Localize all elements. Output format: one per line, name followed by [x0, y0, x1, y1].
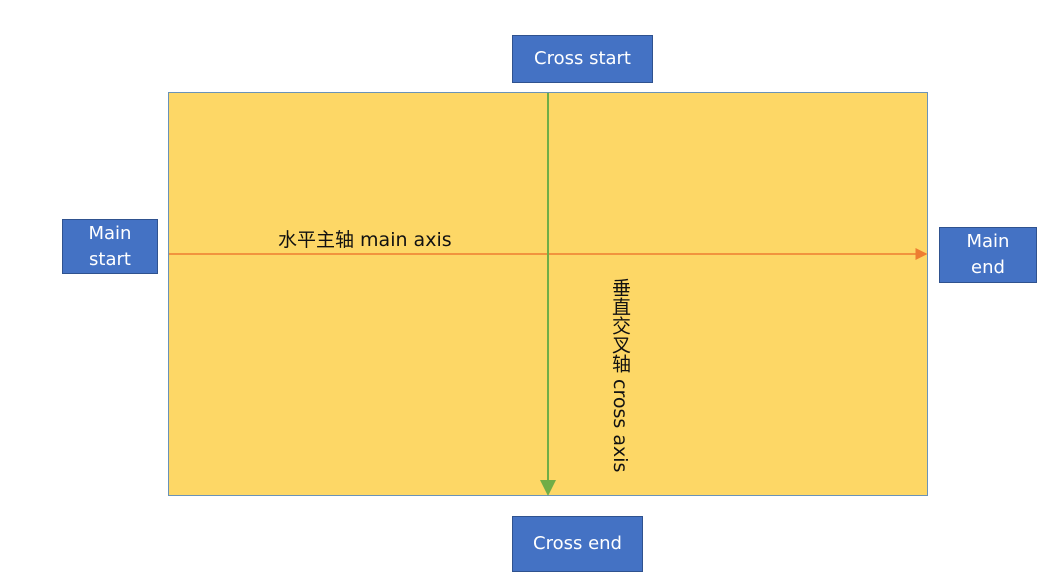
main-end-box: Main end — [939, 227, 1037, 283]
main-end-label: Main end — [966, 231, 1010, 278]
main-axis-label: 水平主轴 main axis — [278, 229, 452, 251]
cross-start-label: Cross start — [534, 48, 631, 69]
main-start-box: Main start — [62, 219, 158, 274]
cross-end-box: Cross end — [512, 516, 643, 572]
main-start-label: Main start — [88, 222, 132, 270]
cross-end-label: Cross end — [533, 533, 622, 554]
cross-start-box: Cross start — [512, 35, 653, 83]
cross-axis-label: 垂直交叉轴 cross axis — [609, 278, 631, 473]
